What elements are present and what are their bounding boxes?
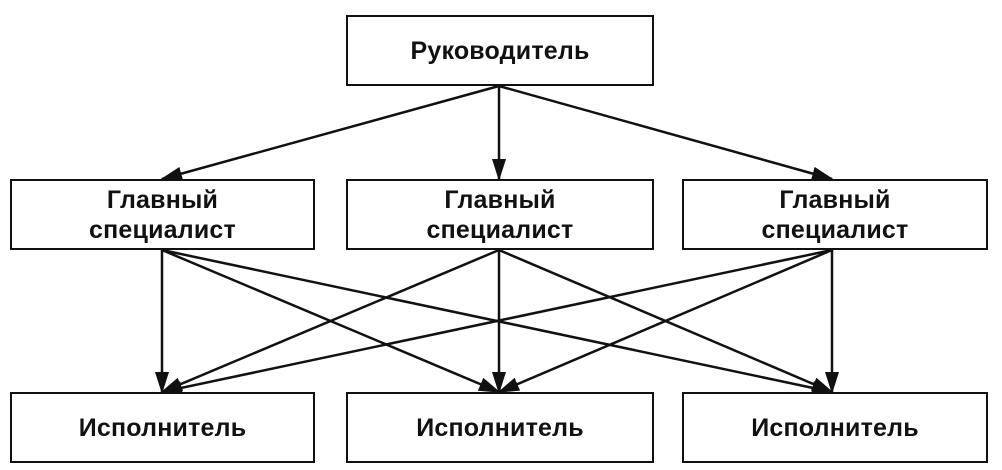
node-chief-specialist-1: Главный специалист — [10, 179, 315, 250]
node-manager: Руководитель — [346, 15, 654, 86]
node-executor-1-label: Исполнитель — [78, 413, 247, 442]
node-executor-1: Исполнитель — [10, 392, 315, 463]
arrow-head-to-mid0 — [160, 84, 500, 181]
node-chief-specialist-2-line1: Главный — [444, 185, 556, 214]
arrow-head-to-mid2 — [498, 84, 834, 181]
node-executor-2-label: Исполнитель — [416, 413, 584, 442]
arrow-mid1-to-bot0 — [160, 248, 500, 394]
node-executor-3-label: Исполнитель — [751, 413, 919, 442]
node-chief-specialist-3-line1: Главный — [779, 185, 891, 214]
node-chief-specialist-2-line2: специалист — [426, 215, 574, 244]
node-chief-specialist-1-line2: специалист — [89, 215, 236, 244]
node-manager-label: Руководитель — [410, 36, 590, 65]
arrow-mid2-to-bot1 — [497, 248, 833, 394]
node-chief-specialist-3: Главный специалист — [682, 179, 988, 250]
node-chief-specialist-1-line1: Главный — [106, 185, 219, 214]
node-executor-2: Исполнитель — [346, 392, 654, 463]
node-chief-specialist-2: Главный специалист — [346, 179, 654, 250]
arrow-mid2-to-bot0 — [160, 248, 833, 395]
node-executor-3: Исполнитель — [682, 392, 988, 463]
node-chief-specialist-3-line2: специалист — [761, 215, 909, 244]
